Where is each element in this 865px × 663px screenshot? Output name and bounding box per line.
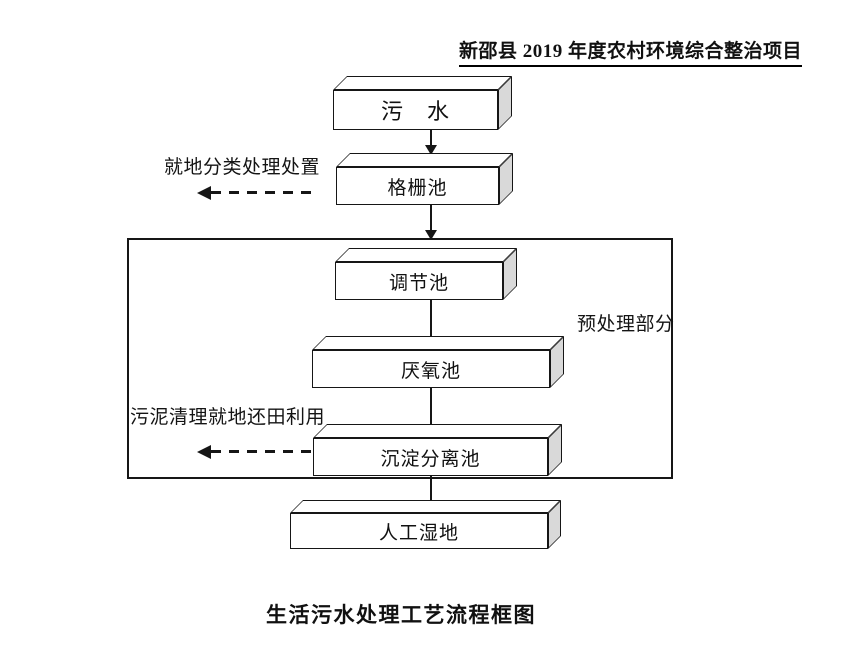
arrowhead-left [197,186,211,200]
node-label-rengongshidi: 人工湿地 [290,513,548,549]
node-label-geshanchi: 格栅池 [336,167,499,205]
arrowhead-left [197,445,211,459]
box-top-face [313,424,562,438]
dashed-arrow-geshanchi-left [197,185,317,201]
node-label-tiaojiechi: 调节池 [335,262,503,300]
box-top-face [336,153,513,167]
branch-label-onsite-disposal: 就地分类处理处置 [164,157,321,178]
branch-label-sludge-reuse: 污泥清理就地还田利用 [130,407,326,428]
node-label-yanyangchi: 厌氧池 [312,350,550,388]
dashed-arrow-chendian-left [197,444,313,460]
arrow-geshanchi-to-group [425,205,437,240]
box-top-face [335,248,517,262]
node-label-wushui: 污 水 [333,90,498,130]
document-title: 新邵县 2019 年度农村环境综合整治项目 [459,36,803,67]
node-label-chendianfenli: 沉淀分离池 [313,438,548,476]
box-top-face [312,336,564,350]
box-top-face [333,76,512,90]
group-pretreatment-rect [127,238,673,479]
arrow-wushui-to-geshanchi [425,130,437,155]
group-label-pretreatment: 预处理部分 [577,314,675,335]
figure-caption: 生活污水处理工艺流程框图 [266,603,536,627]
box-top-face [290,500,561,513]
